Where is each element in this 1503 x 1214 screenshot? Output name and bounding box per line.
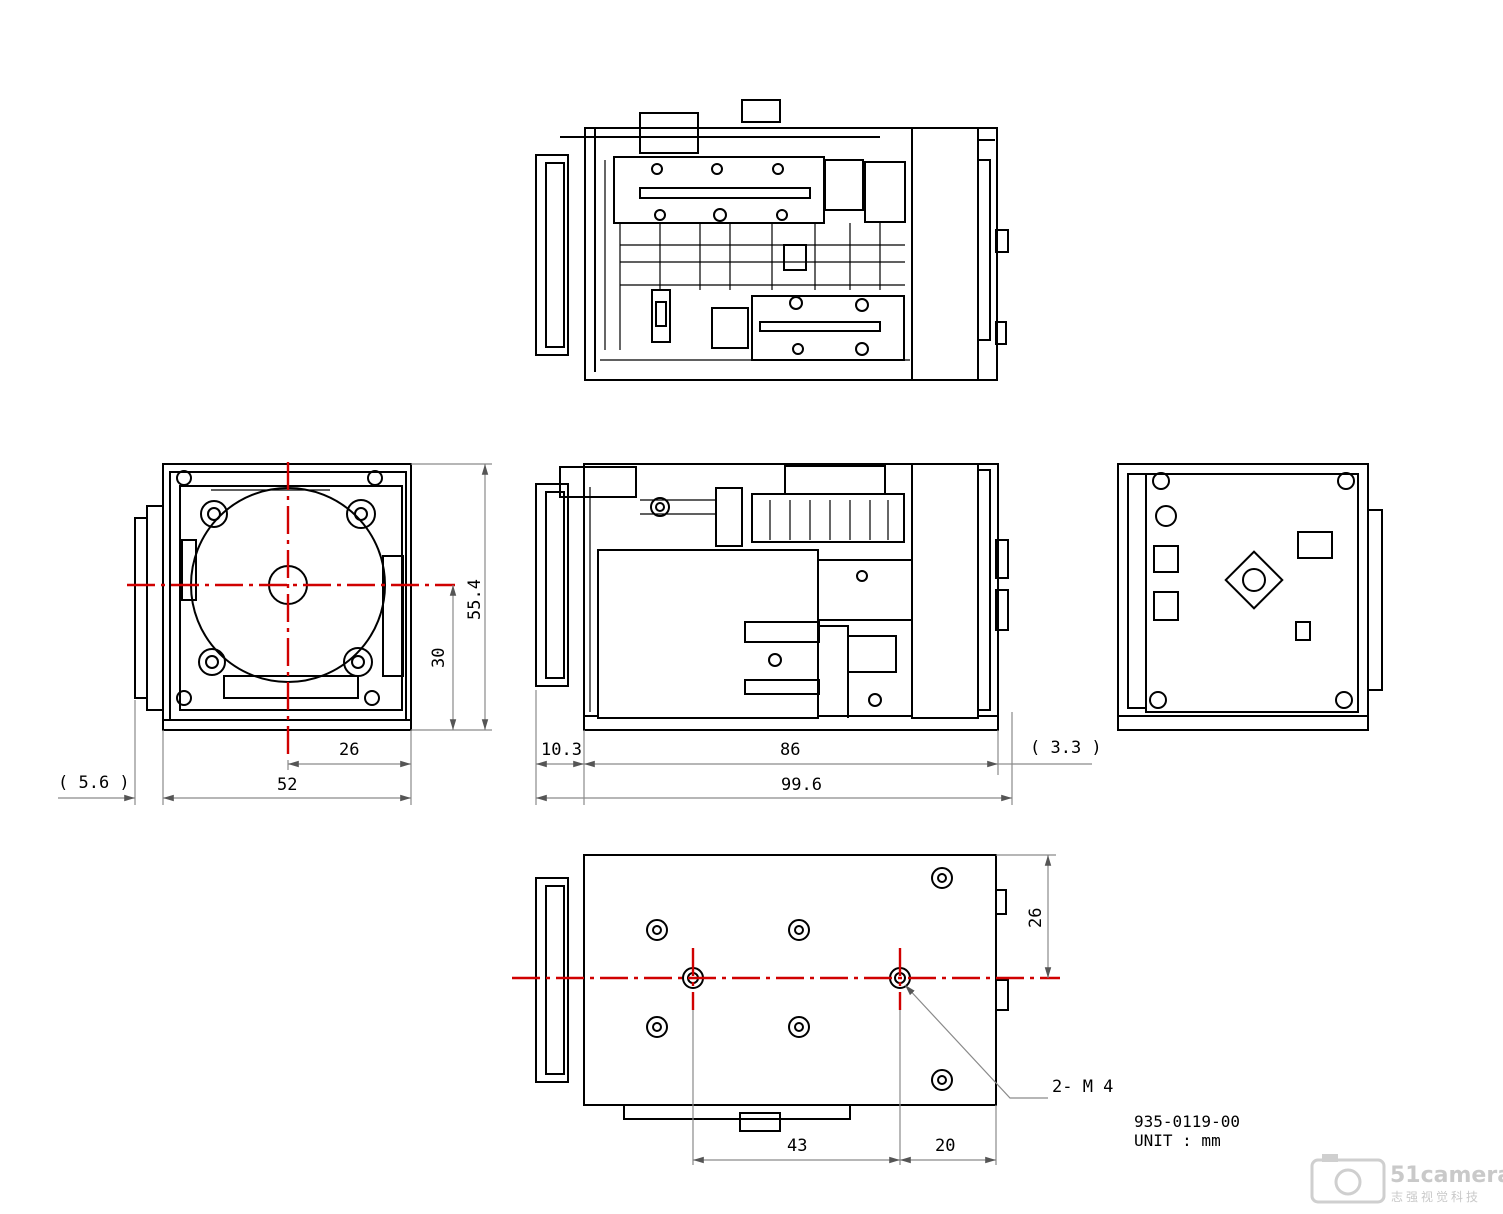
dim-bottom-rear: 20 (935, 1136, 955, 1156)
dimension-lines (58, 463, 1092, 1165)
front-view (134, 463, 412, 731)
dim-side-lens: 10.3 (541, 740, 582, 760)
unit-label: UNIT : mm (1134, 1131, 1221, 1150)
dim-front-center: 26 (339, 740, 359, 760)
part-number: 935-0119-00 (1134, 1112, 1240, 1131)
dim-side-total: 99.6 (781, 775, 822, 795)
watermark-brand: 51camera (1390, 1163, 1503, 1188)
hole-callout: 2- M 4 (1052, 1077, 1113, 1097)
dim-front-offset: ( 5.6 ) (58, 773, 130, 793)
dim-bottom-axis-offset: 26 (1026, 908, 1046, 928)
watermark-tagline: 志强视觉科技 (1391, 1189, 1481, 1204)
dim-side-body: 86 (780, 740, 800, 760)
watermark: 51camera 志强视觉科技 (1310, 1154, 1503, 1204)
rear-view (1117, 463, 1383, 731)
dim-front-axis-height: 30 (429, 648, 449, 668)
bottom-view (535, 854, 1009, 1132)
side-view (535, 463, 1009, 731)
dim-bottom-hole-spacing: 43 (787, 1136, 807, 1156)
dimension-labels: ( 5.6 ) 52 26 55.4 30 10.3 86 99.6 ( 3.3… (58, 579, 1240, 1156)
camera-logo-icon (1310, 1154, 1386, 1204)
center-lines (127, 462, 1060, 1010)
dim-front-width: 52 (277, 775, 297, 795)
dim-side-rear: ( 3.3 ) (1030, 738, 1102, 758)
dim-front-height: 55.4 (465, 579, 485, 620)
top-view (535, 99, 1009, 381)
